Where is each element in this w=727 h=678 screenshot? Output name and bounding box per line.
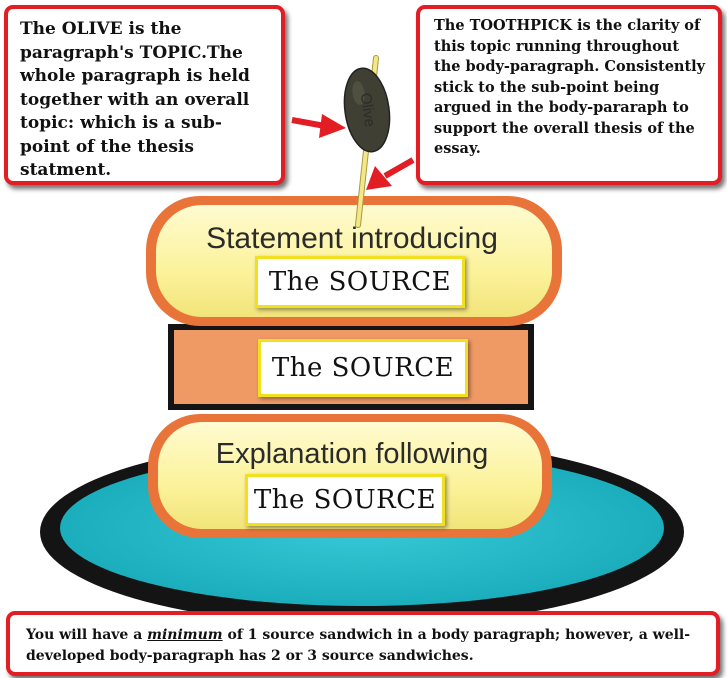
bottom-note-text-start: You will have a	[26, 627, 148, 643]
arrow-toothpick	[366, 157, 415, 190]
olive-note-text: The OLIVE is the paragraph's TOPIC.The w…	[20, 19, 250, 180]
olive-label: Olive	[357, 92, 379, 128]
bottom-bun-caption: Explanation following	[216, 438, 488, 470]
bottom-note-text-end: of 1 source sandwich in a body paragraph…	[26, 627, 691, 664]
toothpick-note-text: The TOOTHPICK is the clarity of this top…	[434, 17, 706, 157]
arrow-olive	[291, 114, 346, 138]
middle-source-label: The SOURCE	[258, 339, 468, 397]
bottom-note: You will have a minimum of 1 source sand…	[6, 611, 720, 676]
toothpick-note: The TOOTHPICK is the clarity of this top…	[416, 5, 722, 185]
bottom-source-label: The SOURCE	[245, 474, 445, 526]
top-source-label: The SOURCE	[255, 256, 465, 308]
olive-note: The OLIVE is the paragraph's TOPIC.The w…	[4, 5, 285, 185]
top-bun-caption: Statement introducing	[206, 222, 498, 255]
olive-icon: Olive	[343, 67, 391, 153]
bottom-note-emphasis: minimum	[147, 627, 223, 643]
